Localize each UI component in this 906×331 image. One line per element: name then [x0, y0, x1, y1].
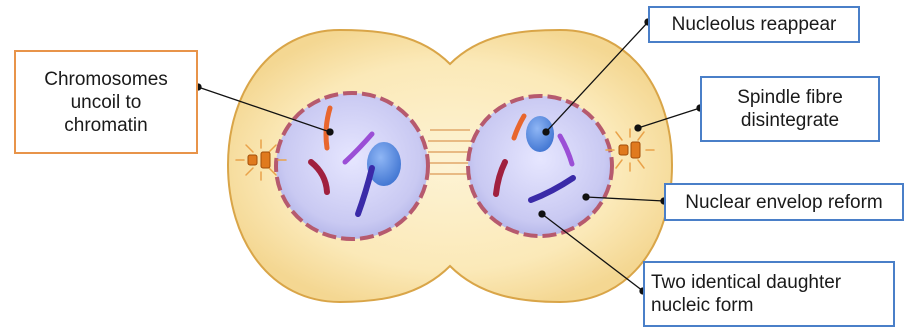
label-chromosomes-text: Chromosomes uncoil to chromatin [44, 68, 168, 137]
label-envelope-text: Nuclear envelop reform [685, 191, 882, 214]
label-daughter-text: Two identical daughter nucleic form [651, 271, 841, 317]
label-nucleolus-reappear: Nucleolus reappear [648, 6, 860, 43]
label-spindle-text: Spindle fibre disintegrate [737, 86, 843, 132]
label-spindle-disintegrate: Spindle fibre disintegrate [700, 76, 880, 142]
label-nuclear-envelope-reform: Nuclear envelop reform [664, 183, 904, 221]
label-chromosomes-uncoil: Chromosomes uncoil to chromatin [14, 50, 198, 154]
label-nucleolus-text: Nucleolus reappear [672, 13, 837, 36]
left-nucleus [276, 93, 428, 239]
label-daughter-nuclei: Two identical daughter nucleic form [643, 261, 895, 327]
right-nucleolus [526, 116, 554, 152]
